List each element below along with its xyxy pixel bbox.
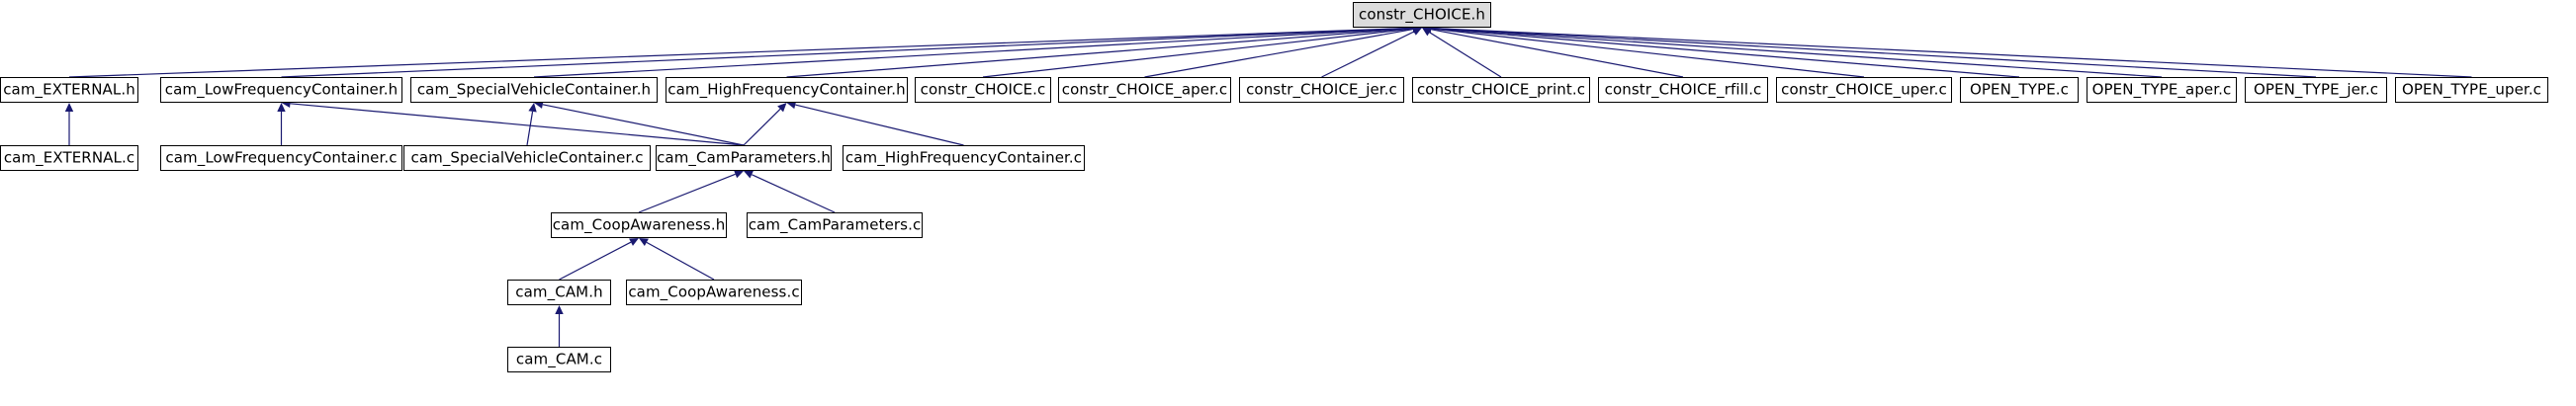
graph-node-cam-camparameters-c[interactable]: cam_CamParameters.c bbox=[747, 212, 923, 238]
graph-node-label: OPEN_TYPE.c bbox=[1969, 80, 2069, 98]
graph-node-cam-external-c[interactable]: cam_EXTERNAL.c bbox=[0, 145, 138, 171]
graph-node-constr-choice-uper-c[interactable]: constr_CHOICE_uper.c bbox=[1776, 77, 1952, 103]
graph-node-cam-specialvehiclecontainer-c[interactable]: cam_SpecialVehicleContainer.c bbox=[403, 145, 651, 171]
graph-node-constr-choice-print-c[interactable]: constr_CHOICE_print.c bbox=[1412, 77, 1590, 103]
graph-edge-arrowhead bbox=[734, 170, 744, 179]
graph-edge-arrowhead bbox=[777, 103, 787, 113]
graph-node-label: cam_EXTERNAL.c bbox=[3, 148, 135, 166]
graph-edge bbox=[1430, 28, 2020, 78]
graph-edge bbox=[526, 111, 534, 146]
graph-edge-arrowhead bbox=[1422, 28, 1432, 37]
graph-edge bbox=[743, 108, 781, 146]
graph-node-label: constr_CHOICE_aper.c bbox=[1061, 80, 1228, 98]
graph-node-label: cam_SpecialVehicleContainer.h bbox=[416, 80, 652, 98]
graph-edge bbox=[1321, 31, 1415, 78]
graph-edge bbox=[751, 174, 836, 213]
graph-edge-arrowhead bbox=[629, 238, 639, 246]
graph-node-open-type-aper-c[interactable]: OPEN_TYPE_aper.c bbox=[2087, 77, 2237, 103]
graph-node-label: cam_CamParameters.c bbox=[748, 215, 922, 233]
graph-node-constr-choice-c[interactable]: constr_CHOICE.c bbox=[915, 77, 1051, 103]
graph-edge-arrowhead bbox=[528, 103, 537, 113]
graph-edge-arrowhead bbox=[744, 170, 754, 179]
graph-node-label: cam_CoopAwareness.h bbox=[552, 215, 726, 233]
graph-node-label: constr_CHOICE_rfill.c bbox=[1604, 80, 1762, 98]
graph-edge bbox=[290, 103, 745, 146]
graph-node-cam-coopawareness-h[interactable]: cam_CoopAwareness.h bbox=[551, 212, 727, 238]
graph-node-cam-lowfrequencycontainer-h[interactable]: cam_LowFrequencyContainer.h bbox=[160, 77, 402, 103]
graph-edge bbox=[1144, 28, 1414, 78]
graph-node-cam-camparameters-h[interactable]: cam_CamParameters.h bbox=[656, 145, 832, 171]
graph-node-cam-lowfrequencycontainer-c[interactable]: cam_LowFrequencyContainer.c bbox=[160, 145, 402, 171]
graph-node-cam-specialvehiclecontainer-h[interactable]: cam_SpecialVehicleContainer.h bbox=[410, 77, 658, 103]
graph-edge-arrowhead bbox=[555, 305, 564, 314]
graph-node-cam-highfrequencycontainer-h[interactable]: cam_HighFrequencyContainer.h bbox=[666, 77, 908, 103]
graph-node-label: cam_EXTERNAL.h bbox=[3, 80, 135, 98]
graph-node-label: cam_CAM.c bbox=[515, 350, 603, 367]
graph-edge bbox=[533, 27, 1414, 78]
graph-node-label: cam_CAM.h bbox=[515, 283, 603, 300]
graph-edge bbox=[68, 27, 1414, 78]
graph-node-label: cam_LowFrequencyContainer.h bbox=[164, 80, 399, 98]
graph-node-constr-choice-jer-c[interactable]: constr_CHOICE_jer.c bbox=[1239, 77, 1404, 103]
graph-node-label: constr_CHOICE.c bbox=[920, 80, 1046, 98]
graph-edge-arrowhead bbox=[277, 103, 286, 112]
graph-node-label: OPEN_TYPE_uper.c bbox=[2401, 80, 2542, 98]
graph-edge bbox=[1429, 32, 1502, 78]
graph-node-label: cam_LowFrequencyContainer.c bbox=[165, 148, 398, 166]
graph-edge-arrowhead bbox=[1412, 28, 1422, 36]
graph-node-cam-external-h[interactable]: cam_EXTERNAL.h bbox=[0, 77, 138, 103]
graph-node-cam-cam-h[interactable]: cam_CAM.h bbox=[507, 280, 611, 305]
graph-node-constr-choice-aper-c[interactable]: constr_CHOICE_aper.c bbox=[1058, 77, 1231, 103]
graph-node-label: cam_CoopAwareness.c bbox=[628, 283, 800, 300]
graph-edge bbox=[1430, 27, 2317, 78]
graph-node-label: cam_CamParameters.h bbox=[657, 148, 831, 166]
graph-edge-arrowhead bbox=[639, 238, 649, 247]
graph-node-label: constr_CHOICE_jer.c bbox=[1246, 80, 1397, 98]
graph-edge bbox=[1430, 27, 2472, 78]
graph-edge bbox=[638, 173, 736, 213]
graph-node-open-type-c[interactable]: OPEN_TYPE.c bbox=[1960, 77, 2079, 103]
graph-node-cam-highfrequencycontainer-c[interactable]: cam_HighFrequencyContainer.c bbox=[843, 145, 1085, 171]
graph-node-constr-choice-h[interactable]: constr_CHOICE.h bbox=[1353, 2, 1491, 28]
graph-node-label: cam_SpecialVehicleContainer.c bbox=[410, 148, 644, 166]
graph-edge bbox=[646, 241, 715, 281]
graph-node-cam-cam-c[interactable]: cam_CAM.c bbox=[507, 347, 611, 372]
graph-edge bbox=[281, 27, 1414, 78]
graph-edge bbox=[786, 28, 1414, 78]
graph-edge bbox=[542, 104, 745, 146]
graph-node-label: constr_CHOICE_uper.c bbox=[1781, 80, 1947, 98]
graph-node-label: constr_CHOICE_print.c bbox=[1416, 80, 1586, 98]
graph-node-label: cam_HighFrequencyContainer.h bbox=[667, 80, 906, 98]
graph-node-constr-choice-rfill-c[interactable]: constr_CHOICE_rfill.c bbox=[1598, 77, 1768, 103]
graph-edge bbox=[1430, 28, 1865, 78]
graph-edge bbox=[559, 241, 632, 281]
graph-edge bbox=[1430, 28, 2163, 78]
graph-node-label: OPEN_TYPE_jer.c bbox=[2253, 80, 2379, 98]
graph-edge-arrowhead bbox=[64, 103, 74, 112]
graph-node-open-type-jer-c[interactable]: OPEN_TYPE_jer.c bbox=[2245, 77, 2387, 103]
graph-node-open-type-uper-c[interactable]: OPEN_TYPE_uper.c bbox=[2395, 77, 2548, 103]
graph-edge bbox=[982, 28, 1414, 78]
graph-node-label: constr_CHOICE.h bbox=[1359, 5, 1486, 23]
graph-node-label: OPEN_TYPE_aper.c bbox=[2091, 80, 2232, 98]
graph-node-cam-coopawareness-c[interactable]: cam_CoopAwareness.c bbox=[626, 280, 802, 305]
graph-edge bbox=[1430, 29, 1684, 78]
graph-edge bbox=[795, 104, 964, 146]
graph-node-label: cam_HighFrequencyContainer.c bbox=[844, 148, 1083, 166]
